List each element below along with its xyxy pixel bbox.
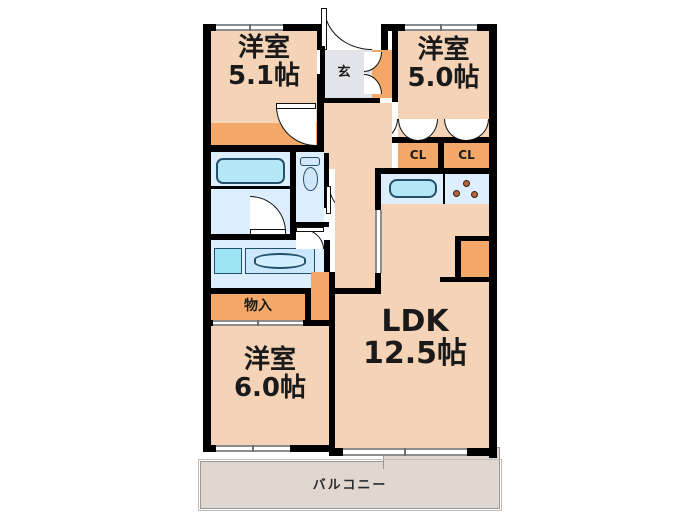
door-leaf-washroom [296,227,324,232]
room-name-text: LDK [381,304,449,339]
ldk-closet-wall-bottom [440,277,489,282]
door-leaf-washitsu-5-1 [276,103,316,109]
room-label-washitsu-6-0: 洋室 6.0帖 [211,346,329,402]
room-name-text: 洋室 [237,33,290,63]
door-leaf-bathroom [250,229,286,235]
balcony-area [200,461,500,509]
interior-wall-5-1-bottom [203,145,324,152]
room-label-washitsu-5-0: 洋室 5.0帖 [398,36,489,92]
entrance-label: 玄 [337,65,351,80]
entrance-recess-wall-right [381,24,388,50]
closet-cl-2 [444,143,489,168]
ldk-closet-wall-top [455,236,489,241]
ldk-closet [461,240,489,278]
kitchen-wall-top [381,168,489,174]
window-mullion-3 [252,445,254,452]
room-ldk [335,168,489,448]
room-label-washitsu-5-1: 洋室 5.1帖 [211,34,317,90]
room-name-text: 洋室 [417,35,470,65]
interior-wall-5-0-left [392,31,398,57]
interior-wall-5-0-bottom [392,137,497,143]
room-washitsu-6-0 [211,326,329,445]
bathroom-wall-right [290,152,296,234]
interior-wall-5-1-right [317,74,324,145]
stove-burner-2 [453,190,460,197]
room-size-text: 5.0帖 [407,63,480,94]
kitchen-wall-left [375,168,381,210]
washbasin-bowl [254,253,306,269]
closet-divider-wall [438,143,444,168]
window-mullion-5 [257,320,259,326]
bathroom-wall-tub-divider [211,186,290,189]
kitchen-partition-sliding-door [375,210,382,273]
stove-burner-1 [463,180,470,187]
window-mullion-1 [249,24,251,31]
closet-cl-1-label: CL [409,148,427,162]
storage-label: 物入 [244,298,272,314]
corridor-hallway-upper [324,103,336,153]
bathtub [216,158,285,184]
corridor-hallway [329,103,392,169]
bathroom-wall-bottom [203,234,296,240]
storage-wall-right [305,294,311,320]
kitchen-counter-divider [443,174,445,204]
kitchen-sink [389,179,437,198]
closet-cl-1 [398,143,438,168]
washing-machine-space [214,248,242,274]
toilet-wall-bottom [296,222,329,227]
entrance-recess-wall-left [317,24,324,50]
entrance-wall-bottom [320,98,380,103]
balcony-outer-line [198,459,502,511]
washroom-wall-bottom [203,288,330,294]
room-label-ldk: LDK 12.5帖 [341,304,489,372]
closet-cl-2-label: CL [458,148,475,162]
toilet-tank [300,157,320,166]
entrance-door-leaf [321,8,327,50]
entrance-door-arc [324,8,372,50]
window-mullion-4 [404,448,406,456]
entrance-wall-left [320,46,325,102]
storage-side-block [311,272,329,320]
exterior-wall-right [489,24,497,458]
kitchen-partition-wall-foot [335,288,381,294]
kitchen-partition-wall-lower [375,273,381,294]
storage-monoire [211,294,305,320]
interior-wall-6-0-right [329,272,335,452]
toilet-wall-right [324,152,329,208]
washroom-wall-right [324,240,330,288]
ldk-closet-wall-left [455,236,461,282]
stove-burner-3 [471,191,478,198]
shoe-closet-wall-right [392,46,398,102]
window-mullion-2 [440,24,442,31]
room-size-text: 12.5帖 [362,336,468,372]
room-size-text: 5.1帖 [227,61,301,92]
door-leaf-toilet [326,186,331,214]
room-name-text: 洋室 [243,345,296,375]
toilet-bowl [303,167,318,191]
balcony-label: バルコニー [312,478,388,493]
room-size-text: 6.0帖 [233,373,307,404]
